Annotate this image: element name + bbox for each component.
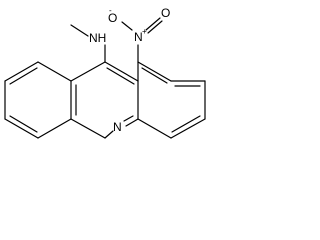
bond-nitro-n-o-minus xyxy=(121,21,133,31)
bond-c4-c4a xyxy=(170,118,206,139)
ring-nitrogen-label: N xyxy=(113,120,122,134)
bond-nitro-n-o-double-a xyxy=(145,17,161,31)
molecule-diagram: NH N + O - O N xyxy=(4,6,206,139)
bond-c4a-ring xyxy=(137,118,172,139)
bond-c10a-c8a xyxy=(70,118,106,139)
nitro-nitrogen-label: N xyxy=(134,30,143,44)
nitro-plus-charge: + xyxy=(142,27,147,36)
bond-c9a-c1-inner xyxy=(141,67,168,84)
bond-c1-c2 xyxy=(137,61,172,82)
nitro-oxygen-label: O xyxy=(161,6,170,20)
bond-c7-c8-inner xyxy=(9,67,38,85)
bond-c4b-c5 xyxy=(37,118,72,139)
bond-c5-c6 xyxy=(4,118,39,139)
bond-c8a-c9 xyxy=(70,61,106,82)
bond-nitro-n-o-double-b xyxy=(147,20,163,34)
bonds xyxy=(4,17,206,139)
amine-label: NH xyxy=(89,31,106,45)
bond-c9-c9a-inner xyxy=(106,67,135,85)
bond-c4-c4a-inner xyxy=(171,115,201,133)
bond-methyl-nh xyxy=(70,24,89,37)
bond-c5-c6-inner xyxy=(9,115,38,133)
bond-n10-c10a xyxy=(104,130,114,139)
nitro-minus-charge: - xyxy=(109,6,112,15)
bond-c9-c9a xyxy=(104,61,139,82)
nitro-oxygen-minus-label: O xyxy=(108,11,117,25)
atom-labels: NH N + O - O N xyxy=(89,6,170,134)
bond-c4a-n10-inner xyxy=(123,115,134,122)
bond-c7-c8 xyxy=(4,61,39,82)
bond-c8-c8a xyxy=(37,61,72,82)
bond-c4a-n10 xyxy=(125,118,139,127)
